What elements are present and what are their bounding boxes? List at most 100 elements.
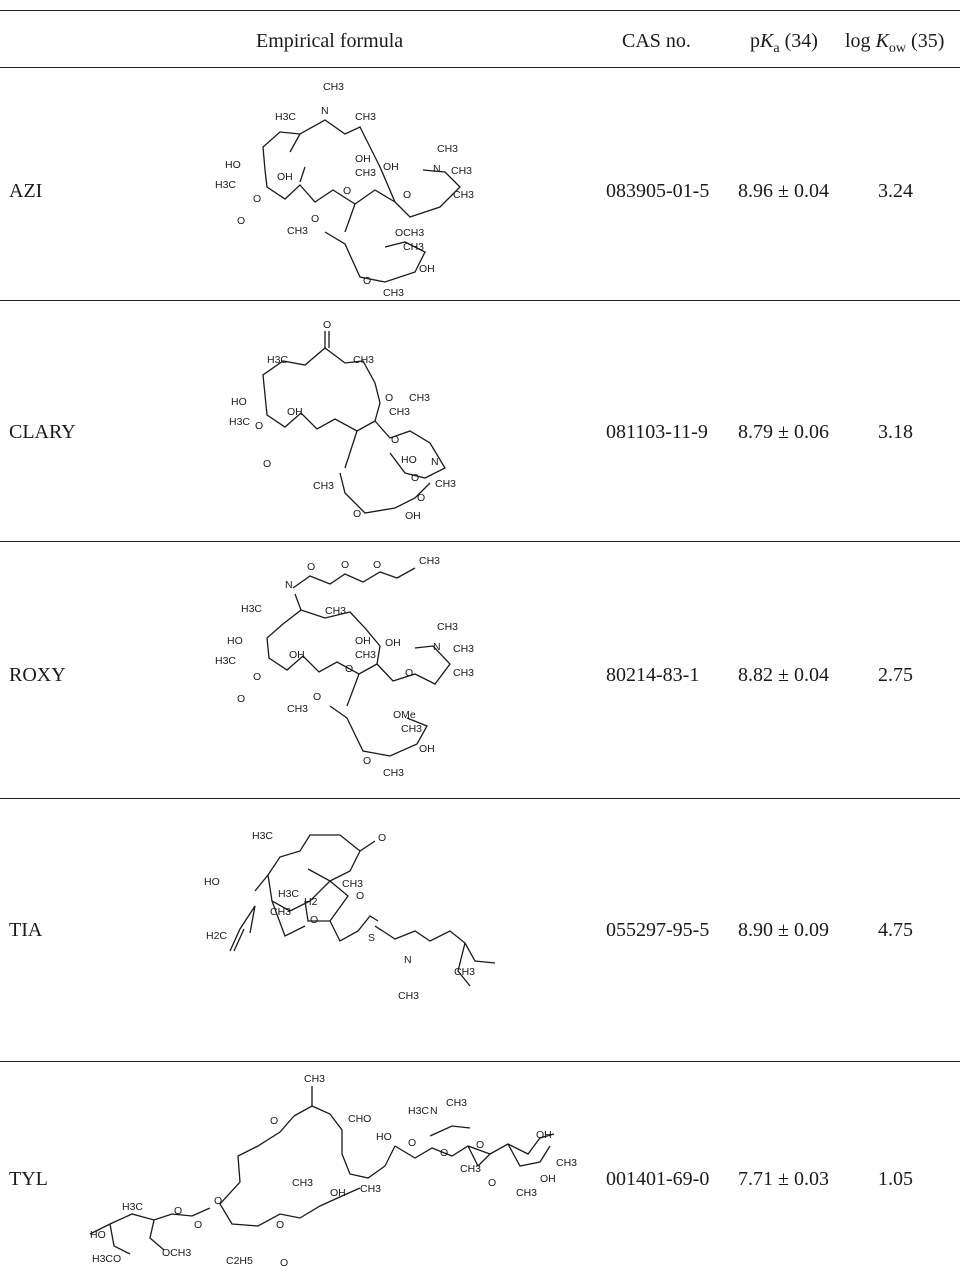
atom-label: CH3 bbox=[287, 703, 308, 715]
table-row: TYL CH3 O CHO H3C N CH3 HO O O O CH3 OH … bbox=[0, 1062, 960, 1280]
atom-label: O bbox=[405, 667, 413, 679]
structure-azi: CH3 H3C N CH3 HO OH OH CH3 OH CH3 N CH3 … bbox=[215, 81, 474, 299]
atom-label: CH3 bbox=[453, 189, 474, 201]
atom-label: N bbox=[430, 1105, 438, 1117]
atom-label: O bbox=[391, 434, 399, 446]
atom-label: CH3 bbox=[292, 1177, 313, 1189]
atom-label: CH3 bbox=[454, 966, 475, 978]
atom-label: O bbox=[237, 693, 245, 705]
atom-label: O bbox=[403, 189, 411, 201]
atom-label: O bbox=[270, 1115, 278, 1127]
atom-label: OH bbox=[383, 161, 399, 173]
atom-label: H2C bbox=[206, 930, 227, 942]
table-row: CLARY O H3C CH3 HO OH O CH3 H3C CH3 O HO… bbox=[0, 301, 960, 541]
atom-label: O bbox=[263, 458, 271, 470]
atom-label: O bbox=[440, 1147, 448, 1159]
atom-label: H3C bbox=[215, 655, 236, 667]
atom-label: H3C bbox=[252, 830, 273, 842]
atom-label: OH bbox=[277, 171, 293, 183]
atom-label: H3C bbox=[408, 1105, 429, 1117]
atom-label: O bbox=[356, 890, 364, 902]
atom-label: CH3 bbox=[403, 241, 424, 253]
atom-label: O bbox=[363, 755, 371, 767]
atom-label: O bbox=[280, 1257, 288, 1269]
atom-label: N bbox=[433, 641, 441, 653]
atom-label: CH3 bbox=[398, 990, 419, 1002]
atom-label: HO bbox=[90, 1229, 106, 1241]
atom-label: HO bbox=[401, 454, 417, 466]
table-row: TIA H3C O HO CH3 H3C CH3 H2 O O H2C S N … bbox=[0, 799, 960, 1061]
atom-label: O bbox=[373, 559, 381, 571]
header-cas: CAS no. bbox=[622, 30, 691, 52]
compound-name: TYL bbox=[9, 1168, 48, 1190]
atom-label: CH3 bbox=[360, 1183, 381, 1195]
atom-label: H3C bbox=[278, 888, 299, 900]
atom-label: CH3 bbox=[409, 392, 430, 404]
atom-label: N bbox=[285, 579, 293, 591]
atom-label: CH3 bbox=[383, 287, 404, 299]
table-top-rule bbox=[0, 10, 960, 11]
atom-label: H3C bbox=[122, 1201, 143, 1213]
structure-roxy: N O O O CH3 H3C CH3 HO OH OH CH3 OH CH3 … bbox=[215, 555, 474, 779]
atom-label: H3CO bbox=[92, 1253, 121, 1265]
table-row: ROXY N O O O CH3 H3C CH3 HO OH OH CH3 OH… bbox=[0, 542, 960, 798]
atom-label: O bbox=[408, 1137, 416, 1149]
atom-label: O bbox=[345, 663, 353, 675]
atom-label: OH bbox=[419, 263, 435, 275]
atom-label: OH bbox=[287, 406, 303, 418]
compound-name: AZI bbox=[9, 180, 43, 202]
atom-label: CH3 bbox=[437, 621, 458, 633]
atom-label: CH3 bbox=[325, 605, 346, 617]
atom-label: CH3 bbox=[453, 667, 474, 679]
atom-label: CH3 bbox=[355, 111, 376, 123]
atom-label: OH bbox=[355, 153, 371, 165]
atom-label: OH bbox=[536, 1129, 552, 1141]
cas-number: 001401-69-0 bbox=[606, 1168, 710, 1190]
atom-label: OCH3 bbox=[395, 227, 424, 239]
atom-label: OH bbox=[385, 637, 401, 649]
structure-tia: H3C O HO CH3 H3C CH3 H2 O O H2C S N CH3 … bbox=[204, 830, 496, 1002]
row-rule bbox=[0, 798, 960, 799]
header-rule bbox=[0, 67, 960, 68]
atom-label: O bbox=[488, 1177, 496, 1189]
atom-label: O bbox=[311, 213, 319, 225]
atom-label: O bbox=[174, 1205, 182, 1217]
atom-label: CH3 bbox=[556, 1157, 577, 1169]
atom-label: CH3 bbox=[453, 643, 474, 655]
atom-label: CH3 bbox=[435, 478, 456, 490]
atom-label: CH3 bbox=[323, 81, 344, 93]
atom-label: O bbox=[411, 472, 419, 484]
logkow-value: 3.18 bbox=[878, 421, 913, 443]
atom-label: CH3 bbox=[304, 1073, 325, 1085]
header-pka: pKa (34) bbox=[750, 30, 818, 56]
atom-label: CH3 bbox=[419, 555, 440, 567]
atom-label: CH3 bbox=[342, 878, 363, 890]
atom-label: CH3 bbox=[437, 143, 458, 155]
table-header: Empirical formula CAS no. pKa (34) log K… bbox=[0, 0, 960, 80]
cas-number: 055297-95-5 bbox=[606, 919, 710, 941]
atom-label: O bbox=[253, 193, 261, 205]
pka-value: 8.79 ± 0.06 bbox=[738, 421, 829, 443]
atom-label: N bbox=[321, 105, 329, 117]
atom-label: O bbox=[255, 420, 263, 432]
atom-label: O bbox=[341, 559, 349, 571]
atom-label: O bbox=[310, 914, 318, 926]
atom-label: H2 bbox=[304, 896, 318, 908]
atom-label: CH3 bbox=[355, 167, 376, 179]
atom-label: O bbox=[476, 1139, 484, 1151]
cas-number: 083905-01-5 bbox=[606, 180, 710, 202]
atom-label: O bbox=[323, 319, 331, 331]
atom-label: O bbox=[363, 275, 371, 287]
atom-label: CH3 bbox=[460, 1163, 481, 1175]
atom-label: HO bbox=[204, 876, 220, 888]
atom-label: HO bbox=[227, 635, 243, 647]
atom-label: H3C bbox=[229, 416, 250, 428]
atom-label: OH bbox=[355, 635, 371, 647]
logkow-value: 3.24 bbox=[878, 180, 913, 202]
atom-label: O bbox=[378, 832, 386, 844]
header-formula: Empirical formula bbox=[256, 30, 404, 52]
atom-label: HO bbox=[225, 159, 241, 171]
header-logkow: log Kow (35) bbox=[845, 30, 945, 56]
atom-label: O bbox=[194, 1219, 202, 1231]
atom-label: O bbox=[237, 215, 245, 227]
